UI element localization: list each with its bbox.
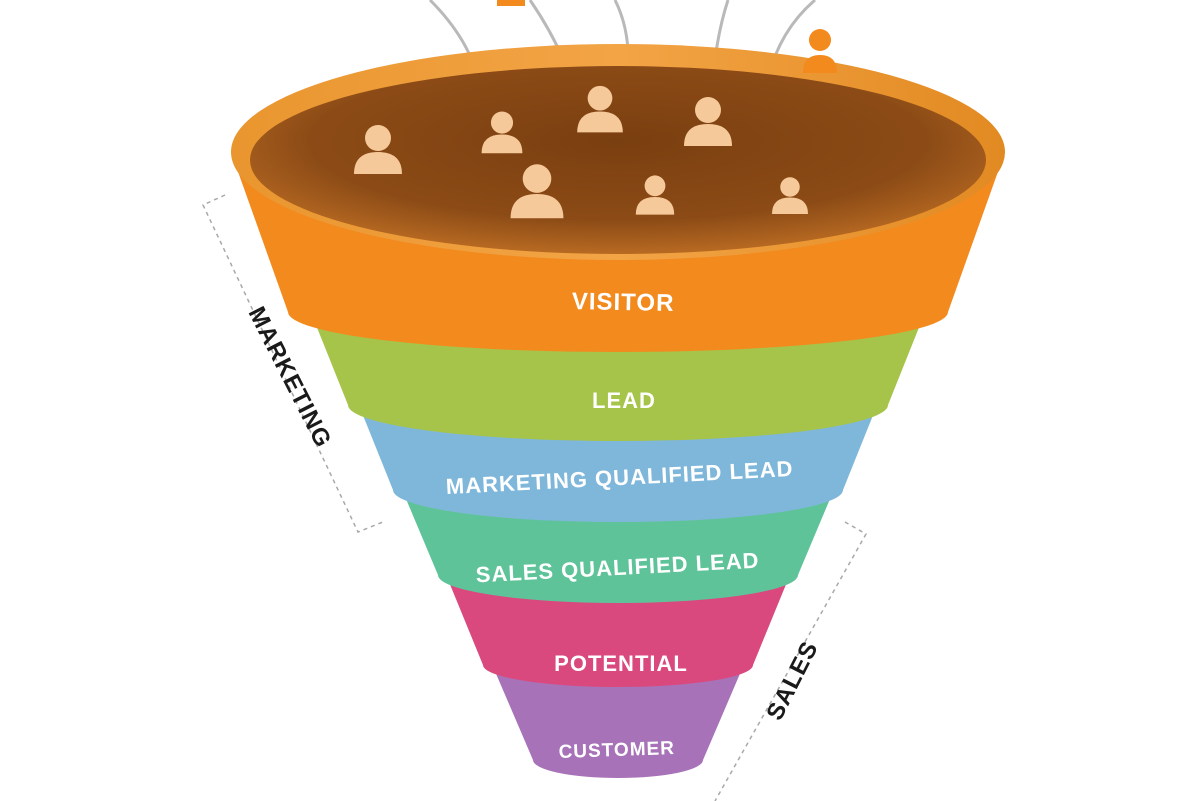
people-in-funnel (354, 85, 808, 219)
band-body (488, 655, 748, 778)
falling-person-body (803, 55, 837, 73)
person-icon (481, 111, 523, 154)
falling-block-icon (497, 0, 525, 6)
person-icon (772, 177, 808, 214)
person-icon (684, 97, 732, 146)
stage-label-visitor: VISITOR (572, 288, 675, 317)
stage-label-lead: LEAD (592, 388, 656, 413)
person-icon (577, 85, 623, 133)
person-icon (354, 125, 402, 174)
funnel-top (231, 44, 1005, 260)
stage-label-customer: CUSTOMER (558, 738, 675, 763)
sales-bracket (714, 521, 868, 801)
stage-label-potential: POTENTIAL (554, 651, 688, 676)
falling-person-icon (803, 29, 837, 73)
person-icon (635, 175, 675, 215)
person-icon (510, 164, 564, 219)
sales-label: SALES (761, 637, 824, 725)
falling-person-head (809, 29, 831, 51)
